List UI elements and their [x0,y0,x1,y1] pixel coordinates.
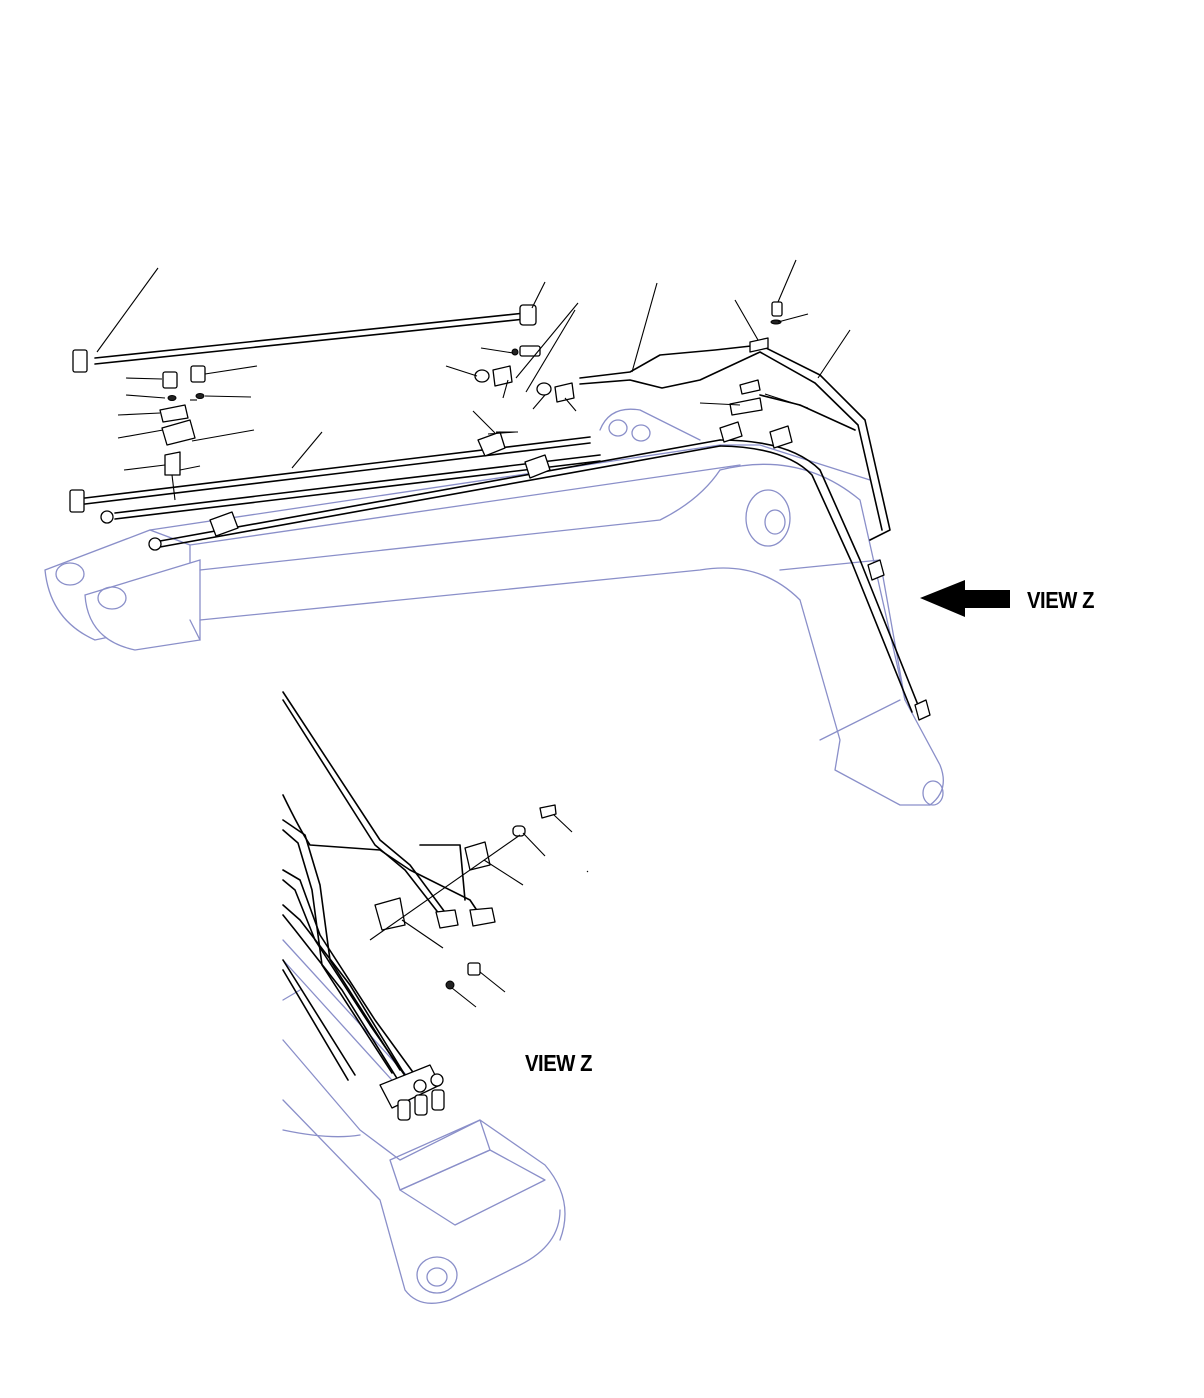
leader-lines-detail [369,814,589,1008]
leader-lines-upper [96,259,851,471]
hydraulic-pipes-main [69,304,921,713]
arrow-left-icon [920,580,1010,617]
view-z-label: VIEW Z [1027,587,1095,613]
exploded-parts-detail [374,804,557,1121]
boom-detail-view-z [282,939,566,1304]
view-z-caption: VIEW Z [525,1050,593,1076]
hydraulic-pipes-detail [282,691,481,1081]
pipe-clamps [209,421,931,721]
boom-main [44,408,944,806]
